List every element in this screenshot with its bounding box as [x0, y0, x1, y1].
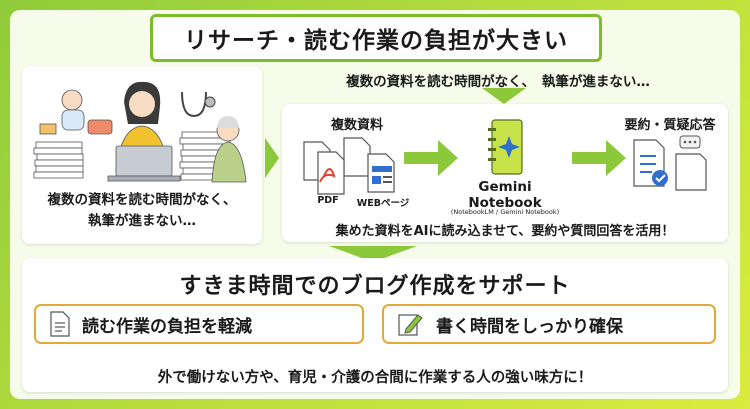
- problem-caption-line1: 複数の資料を読む時間がなく、: [47, 192, 237, 208]
- gemini-notebook-icon: [488, 119, 523, 175]
- arrow-right-icon: [404, 140, 458, 176]
- gemini-subtitle: (NotebookLM / Gemini Notebook): [450, 208, 560, 216]
- document-stack-icon: [303, 137, 395, 195]
- gemini-notebook-name: Gemini Notebook: [442, 179, 568, 211]
- target-audience-note: 外で働けない方や、育児・介護の合間に作業する人の強い味方に！: [157, 370, 593, 386]
- right-arrow-icon: [265, 138, 279, 178]
- pdf-label: PDF: [317, 195, 339, 206]
- benefit-label-2: 書く時間をしっかり確保: [436, 316, 623, 337]
- benefit-secure-writing-time: 書く時間をしっかり確保: [382, 304, 716, 344]
- arrow-right-icon: [572, 140, 626, 176]
- support-title: すきま時間でのブログ作成をサポート: [179, 274, 571, 299]
- document-icon: [50, 311, 70, 337]
- gemini-name-line1: Gemini: [478, 179, 532, 195]
- pencil-note-icon: [398, 314, 423, 336]
- problem-caption-line2: 執筆が進まない…: [88, 212, 196, 229]
- web-label: WEBページ: [356, 198, 410, 209]
- page-title: リサーチ・読む作業の負担が大きい: [150, 14, 602, 62]
- support-card: すきま時間でのブログ作成をサポート 読む作業の負担を軽減 書く時間をしっかり確保…: [22, 258, 728, 392]
- flow-description: 集めた資料をAIに読み込ませて、要約や質問回答を活用！: [335, 224, 675, 239]
- down-arrow-icon: [482, 88, 526, 104]
- output-label: 要約・質疑応答: [624, 118, 716, 133]
- subtitle: 複数の資料を読む時間がなく、 執筆が進まない…: [346, 74, 650, 90]
- sources-label: 複数資料: [330, 118, 383, 133]
- busy-parent-illustration: [33, 81, 247, 183]
- benefit-reduce-reading: 読む作業の負担を軽減: [34, 304, 364, 344]
- benefit-label-1: 読む作業の負担を軽減: [82, 316, 252, 337]
- gemini-name-line2: Notebook: [468, 194, 542, 211]
- flow-card: 複数資料 PDF WEBページ Gemini Notebook (Noteboo…: [282, 104, 728, 242]
- problem-card: 複数の資料を読む時間がなく、 執筆が進まない…: [22, 66, 262, 244]
- summary-qa-icon: [633, 135, 707, 191]
